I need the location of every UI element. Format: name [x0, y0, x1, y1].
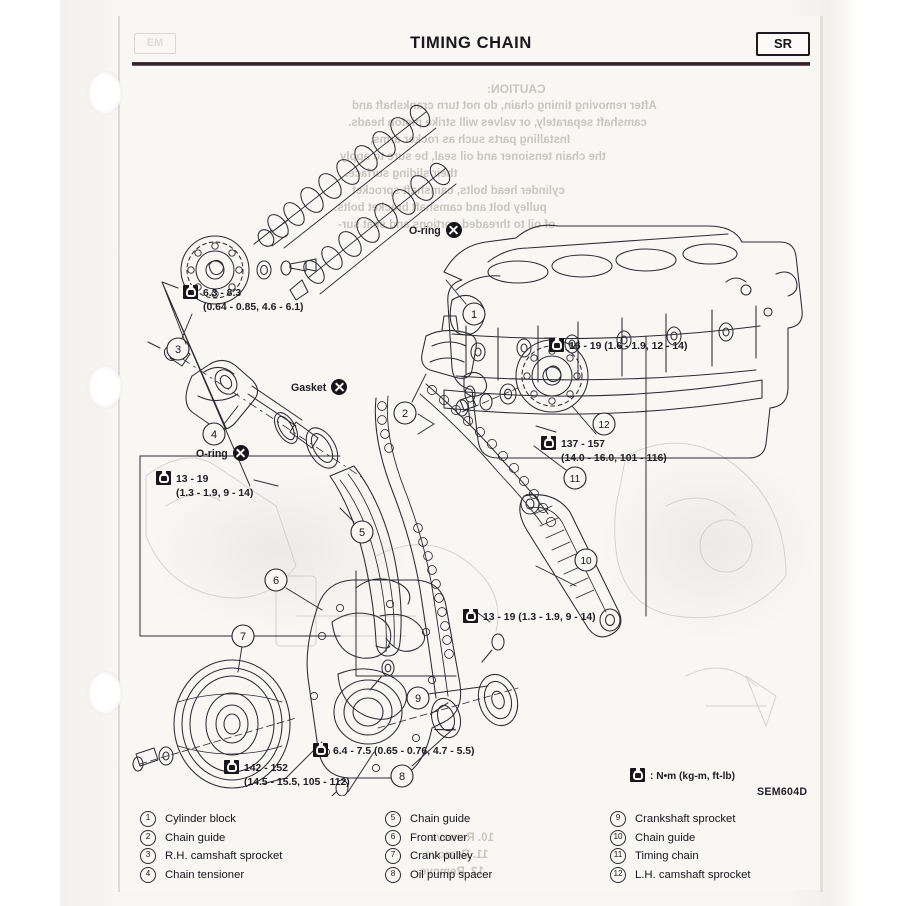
legend-label: L.H. camshaft sprocket	[635, 868, 751, 881]
torque-units-key: : N•m (kg-m, ft-lb)	[630, 768, 735, 782]
torque-callout-137-157: 137 - 157 (14.0 - 16.0, 101 - 116)	[541, 436, 667, 465]
punch-hole-bottom	[88, 672, 122, 714]
legend-label: Front cover	[410, 831, 468, 844]
legend-label: Chain guide	[410, 813, 471, 826]
legend-number: 2	[140, 829, 156, 846]
legend-item: 3 R.H. camshaft sprocket	[140, 847, 282, 866]
legend-label: Cylinder block	[165, 813, 236, 826]
torque-callout-16-19: 16 - 19 (1.6 - 1.9, 12 - 14)	[549, 338, 687, 354]
punch-hole-top	[88, 72, 122, 114]
legend-column-1: 1 Cylinder block 2 Chain guide 3 R.H. camsh…	[140, 810, 282, 884]
legend-item: 5 Chain guide	[385, 810, 492, 829]
legend-item: 8 Oil pump spacer	[385, 866, 492, 885]
svg-text:9: 9	[415, 693, 421, 705]
torque-callout-13-19-left: 13 - 19 (1.3 - 1.9, 9 - 14)	[156, 471, 253, 500]
legend-item: 11 Timing chain	[610, 847, 751, 866]
torque-callout-142-152: 142 - 152 (14.5 - 15.5, 105 - 112)	[224, 760, 350, 789]
torque-callout-6-4: 6.4 - 7.5 (0.65 - 0.76, 4.7 - 5.5)	[313, 743, 475, 759]
legend-number: 1	[140, 811, 156, 828]
torque-wrench-icon	[549, 338, 564, 352]
svg-text:8: 8	[399, 771, 405, 783]
legend-label: Chain guide	[165, 831, 226, 844]
svg-text:4: 4	[211, 429, 217, 441]
legend-item: 7 Crank pulley	[385, 847, 492, 866]
replace-part-icon	[232, 445, 249, 461]
legend-number: 7	[385, 848, 401, 865]
legend-number: 11	[610, 848, 626, 865]
legend-label: Timing chain	[635, 850, 699, 863]
legend-number: 8	[385, 866, 401, 883]
svg-text:2: 2	[402, 408, 408, 420]
legend-number: 4	[140, 866, 156, 883]
svg-text:6: 6	[273, 575, 279, 587]
label-oring-top: O-ring	[409, 222, 462, 238]
sheet-right-edge	[820, 16, 823, 892]
svg-text:1: 1	[471, 309, 477, 321]
parts-legend: 1 Cylinder block 2 Chain guide 3 R.H. camsh…	[140, 810, 810, 886]
torque-wrench-icon	[224, 760, 239, 774]
legend-number: 10	[610, 829, 626, 846]
legend-label: Crankshaft sprocket	[635, 813, 736, 826]
figure-code: SEM604D	[757, 786, 808, 798]
legend-item: 4 Chain tensioner	[140, 866, 282, 885]
svg-text:3: 3	[175, 344, 181, 356]
torque-wrench-icon	[183, 285, 198, 299]
legend-column-3: 9 Crankshaft sprocket 10 Chain guide 11 Tim…	[610, 810, 751, 884]
legend-number: 12	[610, 866, 626, 883]
punch-hole-middle	[88, 366, 122, 408]
legend-number: 3	[140, 848, 156, 865]
legend-item: 10 Chain guide	[610, 829, 751, 848]
legend-item: 1 Cylinder block	[140, 810, 282, 829]
legend-number: 9	[610, 811, 626, 828]
torque-callout-6-3: 6.3 - 8.3 (0.64 - 0.85, 4.6 - 6.1)	[183, 285, 304, 314]
svg-text:10: 10	[580, 556, 592, 567]
legend-item: 2 Chain guide	[140, 829, 282, 848]
torque-wrench-icon	[313, 743, 328, 757]
page-title: TIMING CHAIN	[410, 34, 532, 52]
legend-label: R.H. camshaft sprocket	[165, 850, 283, 863]
svg-text:11: 11	[570, 474, 581, 485]
torque-wrench-icon	[156, 471, 171, 485]
torque-wrench-icon	[541, 436, 556, 450]
section-badge-em: EM	[134, 33, 176, 54]
label-oring-left: O-ring	[196, 445, 249, 461]
legend-item: 9 Crankshaft sprocket	[610, 810, 751, 829]
legend-item: 6 Front cover	[385, 829, 492, 848]
label-gasket: Gasket	[291, 379, 348, 395]
svg-text:12: 12	[598, 420, 610, 431]
legend-item: 12 L.H. camshaft sprocket	[610, 866, 751, 885]
legend-label: Chain tensioner	[165, 868, 245, 881]
replace-part-icon	[445, 222, 462, 238]
header-rule	[132, 62, 810, 66]
torque-wrench-icon	[463, 609, 478, 623]
page-header: EM TIMING CHAIN SR	[130, 30, 812, 74]
torque-wrench-icon	[630, 768, 645, 782]
torque-callout-13-19-right: 13 - 19 (1.3 - 1.9, 9 - 14)	[463, 609, 596, 625]
legend-number: 6	[385, 829, 401, 846]
svg-text:5: 5	[359, 527, 365, 539]
sheet-left-edge	[118, 16, 120, 892]
timing-chain-exploded-diagram: 1 2 3 4 5 6 7 8 9 10 11 12	[126, 76, 816, 796]
legend-label: Crank pulley	[410, 850, 473, 863]
legend-label: Oil pump spacer	[410, 868, 493, 881]
legend-label: Chain guide	[635, 831, 696, 844]
replace-part-icon	[331, 379, 348, 395]
svg-text:7: 7	[240, 631, 246, 643]
engine-badge-sr: SR	[756, 32, 810, 56]
legend-number: 5	[385, 811, 401, 828]
